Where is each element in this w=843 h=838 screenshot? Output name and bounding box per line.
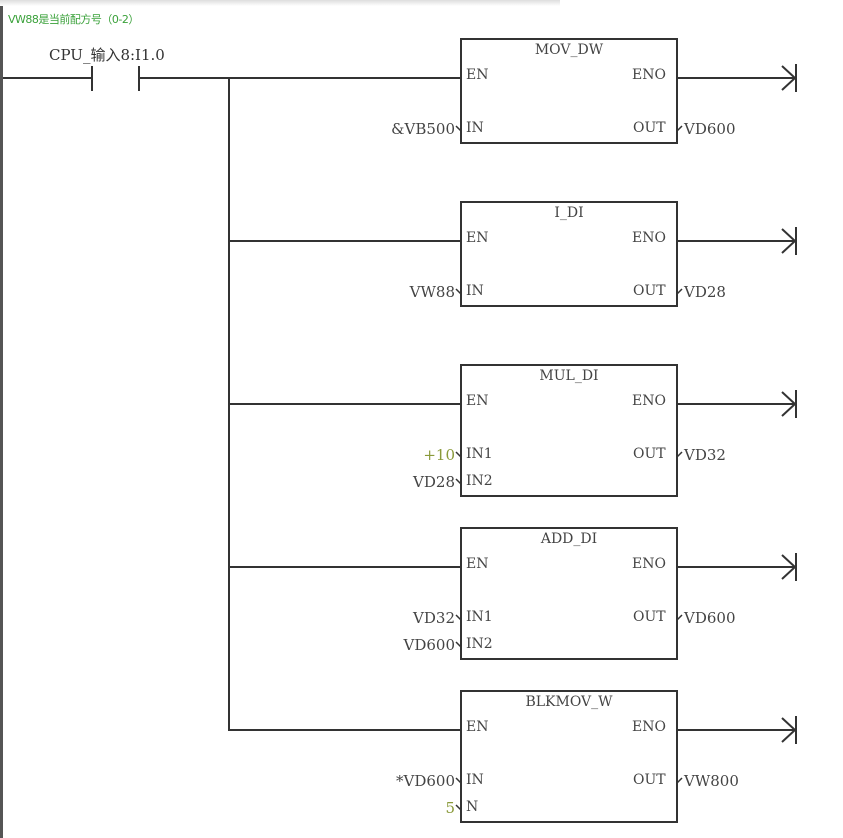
function-box-blkmov-w[interactable] [460, 690, 678, 823]
pin-stub [455, 451, 462, 458]
pin-en[interactable]: EN [466, 67, 489, 83]
function-box-add-di[interactable] [460, 527, 678, 660]
pin-output[interactable]: OUT [633, 609, 666, 625]
pin-output[interactable]: OUT [633, 120, 666, 136]
pin-eno[interactable]: ENO [632, 67, 666, 83]
pin-stub [676, 125, 683, 132]
pin-stub [455, 288, 462, 295]
rung-end-arrow-icon [781, 227, 797, 255]
pin-stub [455, 804, 462, 811]
window-top-edge [0, 0, 560, 6]
pin-en[interactable]: EN [466, 393, 489, 409]
pin-input[interactable]: IN [466, 772, 484, 788]
pin-stub [455, 641, 462, 648]
output-operand[interactable]: VD32 [684, 446, 726, 464]
box-title[interactable]: I_DI [554, 205, 584, 221]
function-box-mov-dw[interactable] [460, 38, 678, 144]
pin-eno[interactable]: ENO [632, 393, 666, 409]
pin-output[interactable]: OUT [633, 283, 666, 299]
box-title[interactable]: BLKMOV_W [525, 694, 613, 710]
pin-eno[interactable]: ENO [632, 556, 666, 572]
pin-en[interactable]: EN [466, 230, 489, 246]
pin-stub [455, 777, 462, 784]
pin-stub [676, 614, 683, 621]
box-title[interactable]: MOV_DW [534, 42, 604, 58]
rung-end-arrow-icon [781, 553, 797, 581]
input-operand[interactable]: +10 [423, 446, 455, 464]
input-operand[interactable]: VW88 [409, 283, 455, 301]
pin-input[interactable]: N [466, 799, 479, 815]
contact-label[interactable]: CPU_输入8:I1.0 [49, 46, 165, 64]
rung-end-arrow-icon [781, 64, 797, 92]
pin-output[interactable]: OUT [633, 772, 666, 788]
input-operand[interactable]: VD28 [413, 473, 455, 491]
output-operand[interactable]: VD600 [684, 120, 736, 138]
pin-stub [455, 125, 462, 132]
network-comment[interactable]: VW88是当前配方号（0-2） [8, 13, 139, 26]
function-box-mul-di[interactable] [460, 364, 678, 497]
pin-input[interactable]: IN2 [466, 473, 493, 489]
input-operand[interactable]: VD600 [403, 636, 456, 654]
pin-stub [455, 614, 462, 621]
pin-eno[interactable]: ENO [632, 719, 666, 735]
power-rail-left [0, 6, 3, 838]
output-operand[interactable]: VD28 [684, 283, 726, 301]
pin-input[interactable]: IN1 [466, 609, 493, 625]
pin-en[interactable]: EN [466, 556, 489, 572]
input-operand[interactable]: VD32 [413, 609, 455, 627]
pin-stub [676, 288, 683, 295]
output-operand[interactable]: VD600 [684, 609, 736, 627]
pin-en[interactable]: EN [466, 719, 489, 735]
pin-eno[interactable]: ENO [632, 230, 666, 246]
box-title[interactable]: MUL_DI [539, 368, 599, 384]
pin-stub [676, 777, 683, 784]
rung-end-arrow-icon [781, 716, 797, 744]
input-operand[interactable]: &VB500 [391, 120, 455, 138]
input-operand[interactable]: *VD600 [396, 772, 455, 790]
function-box-i-di[interactable] [460, 201, 678, 307]
pin-input[interactable]: IN [466, 120, 484, 136]
pin-stub [455, 478, 462, 485]
rung-end-arrow-icon [781, 390, 797, 418]
pin-input[interactable]: IN [466, 283, 484, 299]
pin-stub [676, 451, 683, 458]
box-title[interactable]: ADD_DI [540, 531, 598, 547]
pin-output[interactable]: OUT [633, 446, 666, 462]
pin-input[interactable]: IN1 [466, 446, 493, 462]
output-operand[interactable]: VW800 [684, 772, 739, 790]
pin-input[interactable]: IN2 [466, 636, 493, 652]
input-operand[interactable]: 5 [445, 799, 455, 817]
